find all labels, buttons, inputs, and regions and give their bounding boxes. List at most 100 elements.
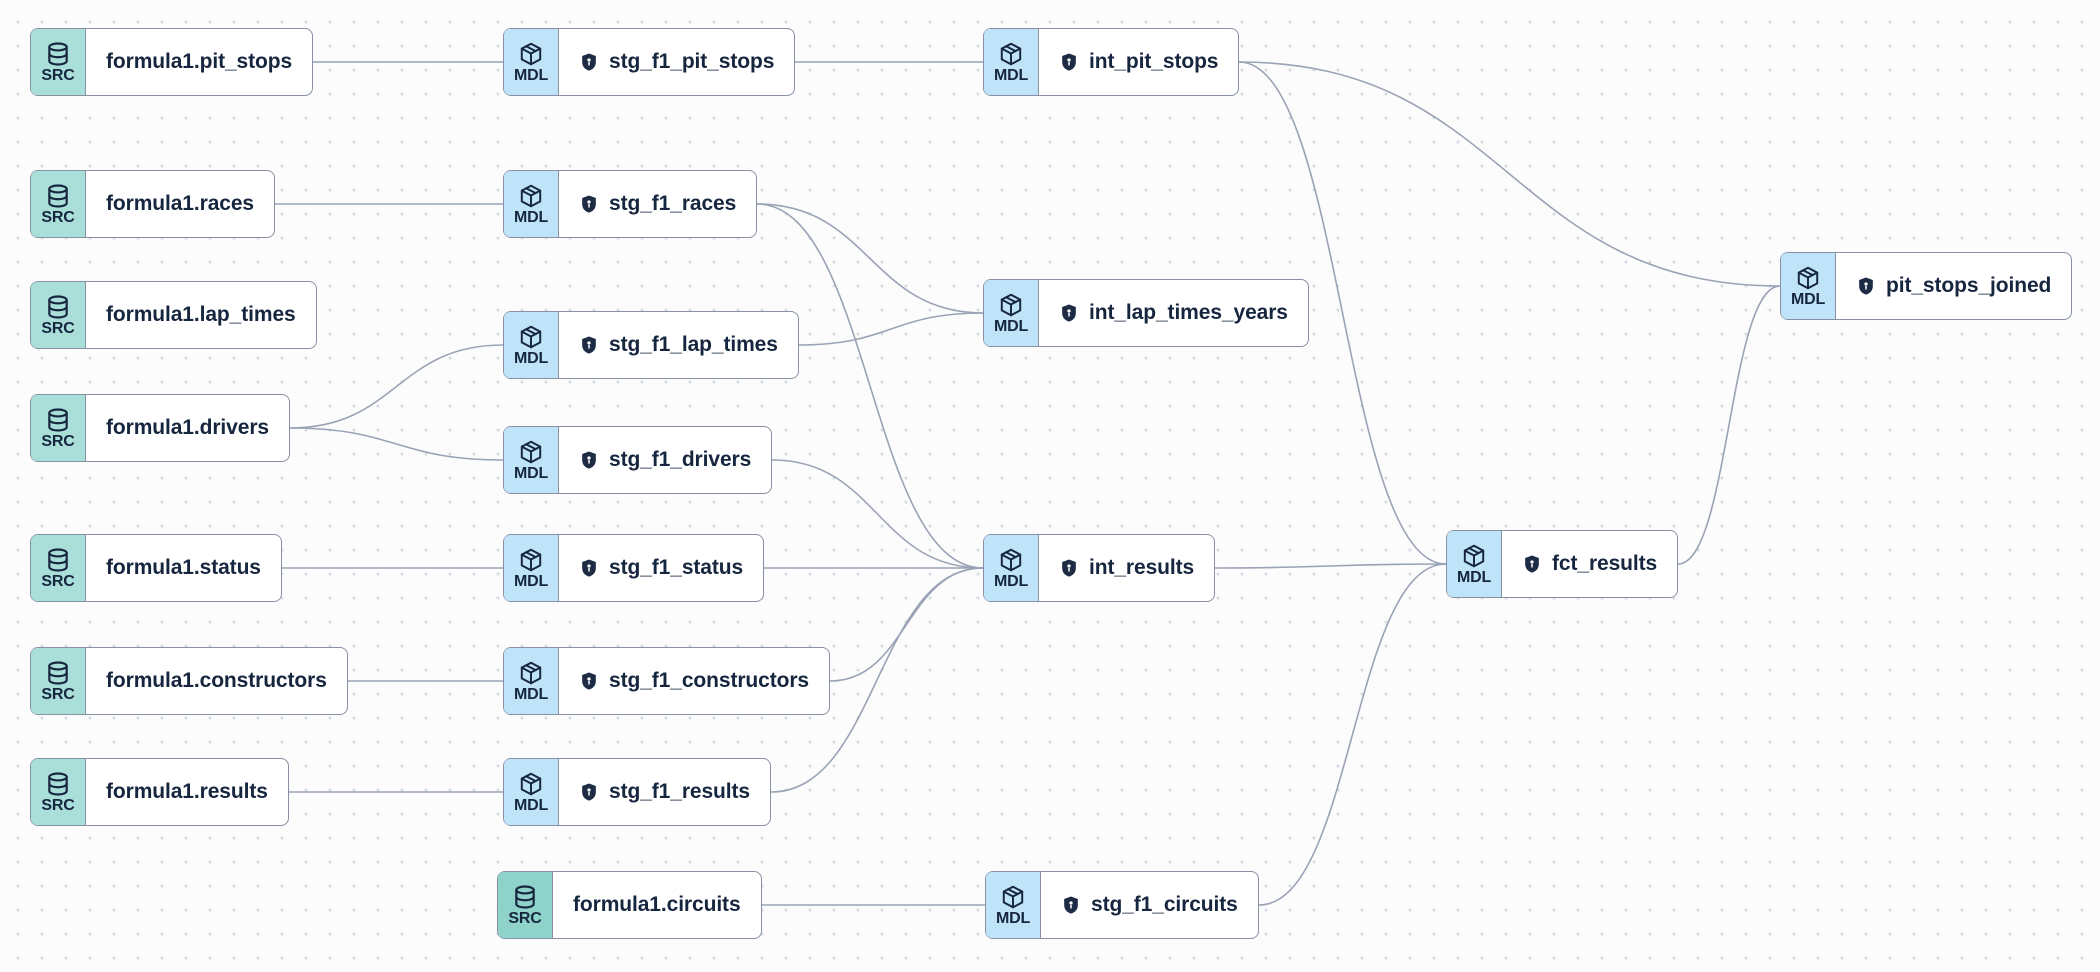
node-label-box: formula1.status: [86, 535, 281, 601]
shield-icon: [579, 52, 599, 72]
node-stg_constructors[interactable]: MDL stg_f1_constructors: [503, 647, 830, 715]
node-kind-badge: MDL: [513, 66, 549, 84]
edge-stg_results-to-int_results: [770, 567, 984, 793]
node-kind-badge: SRC: [41, 66, 75, 84]
node-label-box: stg_f1_circuits: [1041, 872, 1258, 938]
node-stg_lap_times[interactable]: MDL stg_f1_lap_times: [503, 311, 799, 379]
node-label: stg_f1_pit_stops: [609, 50, 775, 73]
node-kind-badge: SRC: [41, 685, 75, 703]
model-cube-icon: MDL: [504, 29, 559, 95]
node-label: formula1.results: [106, 780, 268, 803]
edge-src_drivers-to-stg_drivers: [289, 427, 504, 461]
node-src_constructors[interactable]: SRC formula1.constructors: [30, 647, 348, 715]
node-stg_drivers[interactable]: MDL stg_f1_drivers: [503, 426, 773, 494]
node-src_races[interactable]: SRC formula1.races: [30, 170, 276, 238]
node-int_results[interactable]: MDL int_results: [983, 534, 1216, 602]
node-stg_races[interactable]: MDL stg_f1_races: [503, 170, 758, 238]
node-src_drivers[interactable]: SRC formula1.drivers: [30, 394, 290, 462]
edge-src_drivers-to-stg_lap_times: [289, 344, 504, 429]
shield-icon: [579, 194, 599, 214]
node-kind-badge: SRC: [41, 432, 75, 450]
node-kind-badge: MDL: [513, 349, 549, 367]
node-kind-badge: SRC: [41, 572, 75, 590]
node-label-box: fct_results: [1502, 531, 1677, 597]
node-fct_results[interactable]: MDL fct_results: [1446, 530, 1679, 598]
node-label-box: formula1.circuits: [553, 872, 761, 938]
node-src_circuits[interactable]: SRC formula1.circuits: [497, 871, 762, 939]
shield-icon: [579, 671, 599, 691]
model-cube-icon: MDL: [504, 759, 559, 825]
node-label: formula1.races: [106, 192, 255, 215]
node-label-box: int_pit_stops: [1039, 29, 1238, 95]
node-label: formula1.circuits: [573, 893, 741, 916]
node-label: pit_stops_joined: [1886, 274, 2052, 297]
database-icon: SRC: [31, 535, 86, 601]
node-label: stg_f1_status: [609, 556, 744, 579]
node-label-box: formula1.drivers: [86, 395, 289, 461]
model-cube-icon: MDL: [504, 648, 559, 714]
node-label-box: formula1.constructors: [86, 648, 347, 714]
node-pit_stops_joined[interactable]: MDL pit_stops_joined: [1780, 252, 2073, 320]
node-src_status[interactable]: SRC formula1.status: [30, 534, 282, 602]
node-label-box: int_lap_times_years: [1039, 280, 1308, 346]
node-label-box: formula1.results: [86, 759, 288, 825]
shield-icon: [1522, 554, 1542, 574]
node-stg_circuits[interactable]: MDL stg_f1_circuits: [985, 871, 1259, 939]
node-label-box: int_results: [1039, 535, 1214, 601]
shield-icon: [579, 558, 599, 578]
shield-icon: [1059, 52, 1079, 72]
edge-stg_constructors-to-int_results: [829, 567, 984, 682]
node-src_results[interactable]: SRC formula1.results: [30, 758, 289, 826]
node-kind-badge: MDL: [993, 572, 1029, 590]
model-cube-icon: MDL: [1781, 253, 1836, 319]
node-label: stg_f1_drivers: [609, 448, 752, 471]
node-kind-badge: SRC: [41, 319, 75, 337]
model-cube-icon: MDL: [504, 171, 559, 237]
model-cube-icon: MDL: [504, 535, 559, 601]
edge-int_pit_stops-to-fct_results: [1238, 61, 1447, 565]
node-label-box: formula1.races: [86, 171, 274, 237]
model-cube-icon: MDL: [1447, 531, 1502, 597]
shield-icon: [1059, 303, 1079, 323]
node-kind-badge: MDL: [513, 796, 549, 814]
edge-stg_lap_times-to-int_lap_times_years: [798, 312, 984, 346]
node-label-box: pit_stops_joined: [1836, 253, 2071, 319]
node-kind-badge: MDL: [995, 909, 1031, 927]
model-cube-icon: MDL: [504, 427, 559, 493]
model-cube-icon: MDL: [984, 535, 1039, 601]
edge-int_pit_stops-to-pit_stops_joined: [1238, 61, 1781, 287]
shield-icon: [579, 450, 599, 470]
node-stg_pit_stops[interactable]: MDL stg_f1_pit_stops: [503, 28, 796, 96]
node-label-box: stg_f1_lap_times: [559, 312, 798, 378]
node-kind-badge: MDL: [993, 66, 1029, 84]
node-label: fct_results: [1552, 552, 1658, 575]
database-icon: SRC: [31, 759, 86, 825]
node-label: formula1.constructors: [106, 669, 327, 692]
shield-icon: [579, 782, 599, 802]
node-label: stg_f1_constructors: [609, 669, 809, 692]
shield-icon: [1856, 276, 1876, 296]
node-label: stg_f1_races: [609, 192, 737, 215]
model-cube-icon: MDL: [984, 280, 1039, 346]
node-label: int_results: [1089, 556, 1195, 579]
node-int_pit_stops[interactable]: MDL int_pit_stops: [983, 28, 1240, 96]
node-kind-badge: SRC: [508, 909, 542, 927]
edge-stg_races-to-int_lap_times_years: [756, 203, 984, 314]
node-kind-badge: MDL: [513, 685, 549, 703]
node-kind-badge: SRC: [41, 208, 75, 226]
node-kind-badge: MDL: [513, 208, 549, 226]
node-label-box: stg_f1_races: [559, 171, 756, 237]
edge-stg_races-to-int_results: [756, 203, 984, 569]
node-kind-badge: MDL: [1456, 568, 1492, 586]
model-cube-icon: MDL: [504, 312, 559, 378]
edge-stg_drivers-to-int_results: [771, 459, 984, 569]
node-label: stg_f1_results: [609, 780, 750, 803]
node-stg_status[interactable]: MDL stg_f1_status: [503, 534, 765, 602]
node-label: stg_f1_lap_times: [609, 333, 778, 356]
node-stg_results[interactable]: MDL stg_f1_results: [503, 758, 771, 826]
